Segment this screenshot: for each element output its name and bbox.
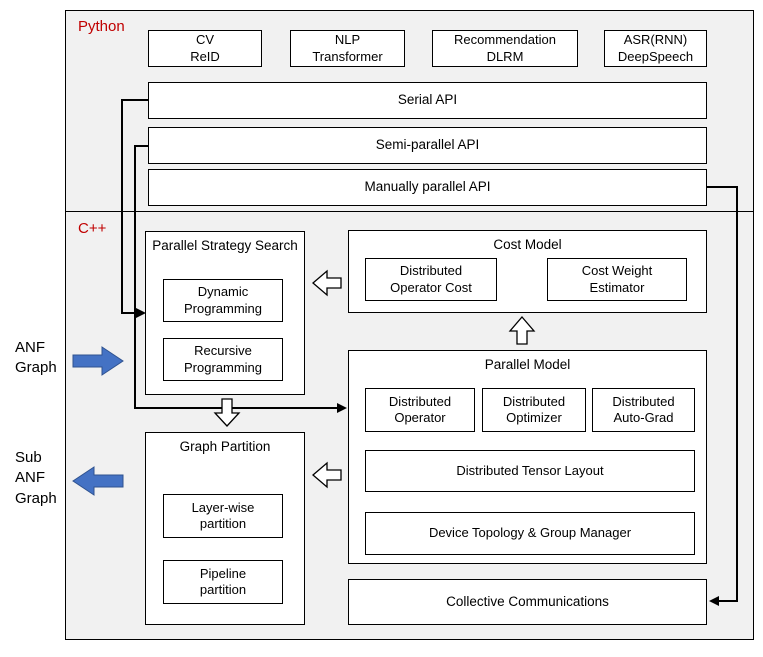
graph-partition-title: Graph Partition xyxy=(179,439,271,454)
python-section-label: Python xyxy=(78,18,125,35)
collective-communications-bar: Collective Communications xyxy=(348,579,707,625)
dynamic-programming-box: Dynamic Programming xyxy=(163,279,283,322)
sub-anf-graph-label: Sub ANF Graph xyxy=(15,449,57,507)
layer-wise-partition-box: Layer-wise partition xyxy=(163,494,283,538)
parallel-model-title: Parallel Model xyxy=(484,357,571,372)
distributed-tensor-layout-box: Distributed Tensor Layout xyxy=(365,450,695,492)
app-box-asr-deepspeech: ASR(RNN) DeepSpeech xyxy=(604,30,707,67)
pipeline-partition-box: Pipeline partition xyxy=(163,560,283,604)
semi-parallel-api-bar: Semi-parallel API xyxy=(148,127,707,164)
distributed-auto-grad-box: Distributed Auto-Grad xyxy=(592,388,695,432)
anf-graph-label: ANF Graph xyxy=(15,339,57,377)
cost-model-title: Cost Model xyxy=(493,237,562,252)
distributed-optimizer-box: Distributed Optimizer xyxy=(482,388,586,432)
recursive-programming-box: Recursive Programming xyxy=(163,338,283,381)
app-box-recommendation-dlrm: Recommendation DLRM xyxy=(432,30,578,67)
manually-parallel-api-bar: Manually parallel API xyxy=(148,169,707,206)
app-box-nlp-transformer: NLP Transformer xyxy=(290,30,405,67)
cpp-section-label: C++ xyxy=(78,220,107,237)
distributed-operator-cost-box: Distributed Operator Cost xyxy=(365,258,497,301)
device-topology-group-manager-box: Device Topology & Group Manager xyxy=(365,512,695,555)
cost-weight-estimator-box: Cost Weight Estimator xyxy=(547,258,687,301)
distributed-operator-box: Distributed Operator xyxy=(365,388,475,432)
serial-api-bar: Serial API xyxy=(148,82,707,119)
app-box-cv-reid: CV ReID xyxy=(148,30,262,67)
parallel-strategy-search-title: Parallel Strategy Search xyxy=(152,238,298,253)
